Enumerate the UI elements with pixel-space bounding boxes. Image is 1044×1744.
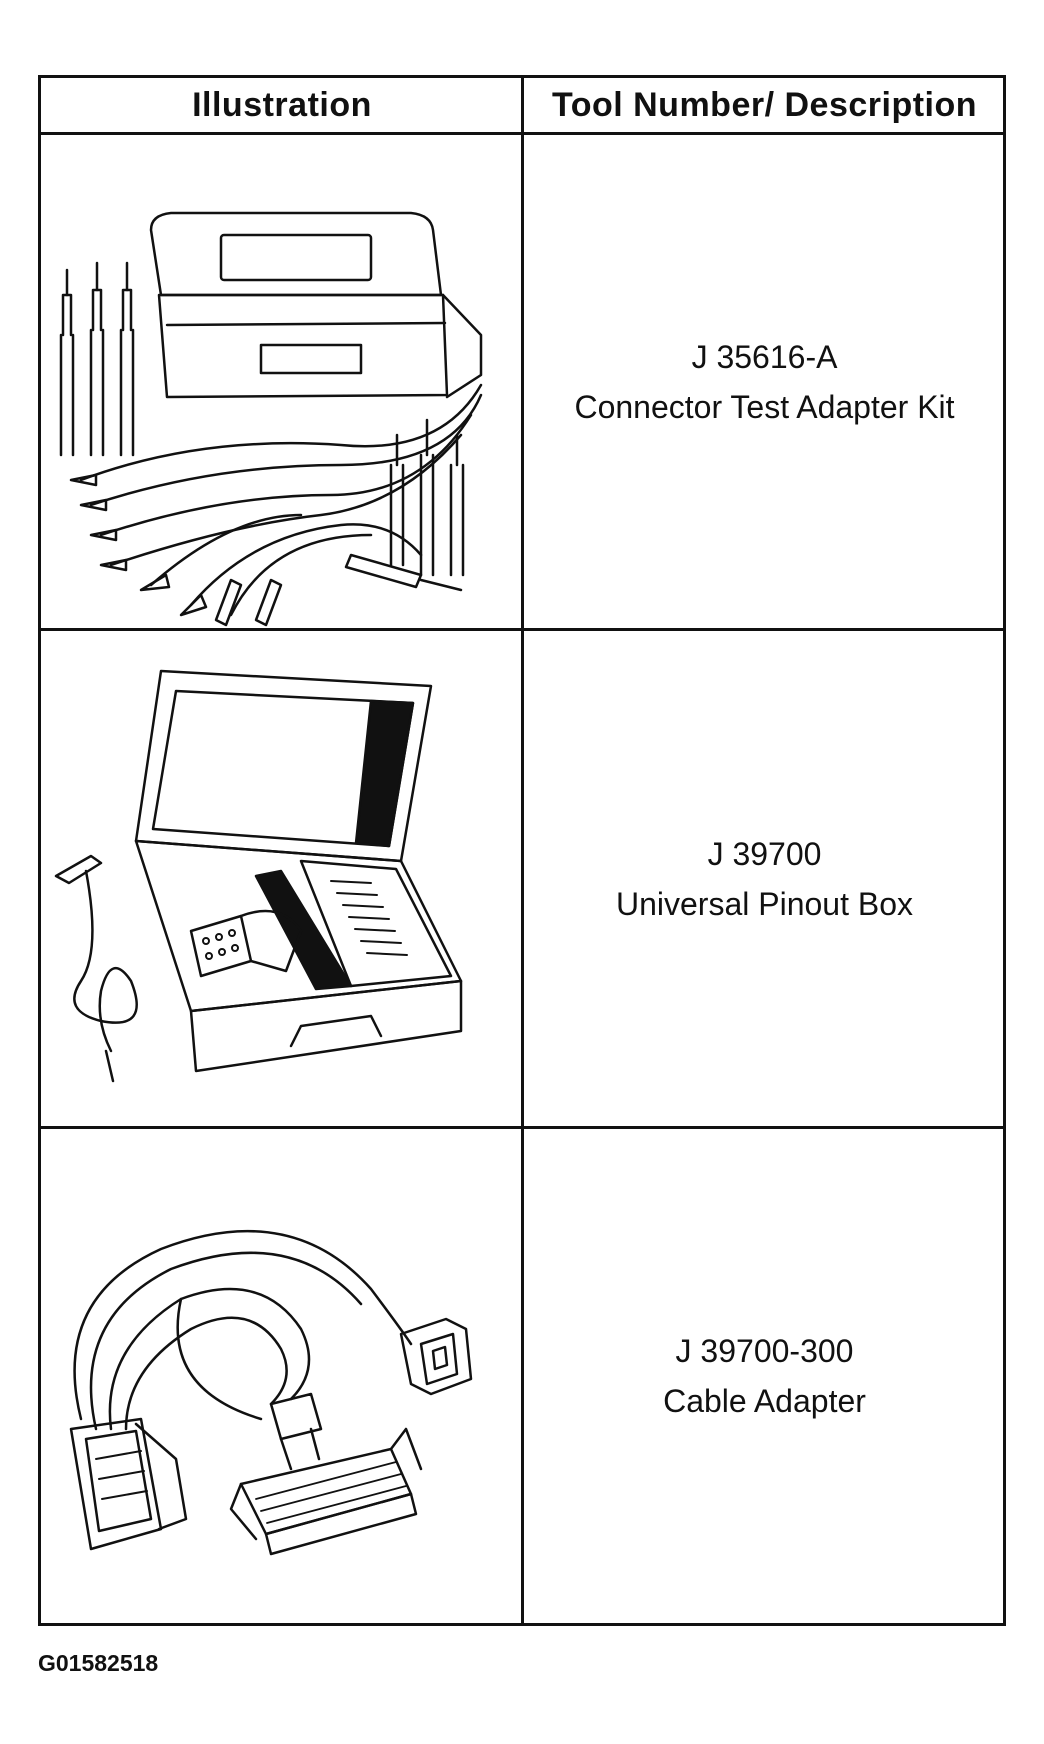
tool-description: Universal Pinout Box bbox=[615, 885, 914, 922]
row-divider bbox=[41, 132, 1003, 135]
tool-description-cell: J 39700-300 Cable Adapter bbox=[526, 1129, 1003, 1623]
header-tool-number-description: Tool Number/ Description bbox=[551, 85, 978, 124]
tool-description-cell: J 39700 Universal Pinout Box bbox=[526, 631, 1003, 1126]
universal-pinout-box-icon bbox=[41, 631, 521, 1126]
tool-description-cell: J 35616-A Connector Test Adapter Kit bbox=[526, 135, 1003, 628]
column-divider bbox=[521, 78, 524, 1623]
cable-adapter-icon bbox=[41, 1129, 521, 1623]
tool-number: J 35616-A bbox=[691, 338, 838, 375]
tool-number: J 39700-300 bbox=[675, 1333, 854, 1369]
row-divider bbox=[41, 1126, 1003, 1129]
tool-number: J 39700 bbox=[707, 835, 822, 872]
figure-id: G01582518 bbox=[38, 1650, 159, 1676]
header-illustration: Illustration bbox=[192, 85, 372, 124]
tool-description: Connector Test Adapter Kit bbox=[574, 388, 955, 425]
row-divider bbox=[41, 628, 1003, 631]
tool-description: Cable Adapter bbox=[663, 1383, 866, 1419]
tool-table: Illustration Tool Number/ Description bbox=[38, 75, 1006, 1626]
connector-test-adapter-kit-icon bbox=[41, 135, 521, 628]
